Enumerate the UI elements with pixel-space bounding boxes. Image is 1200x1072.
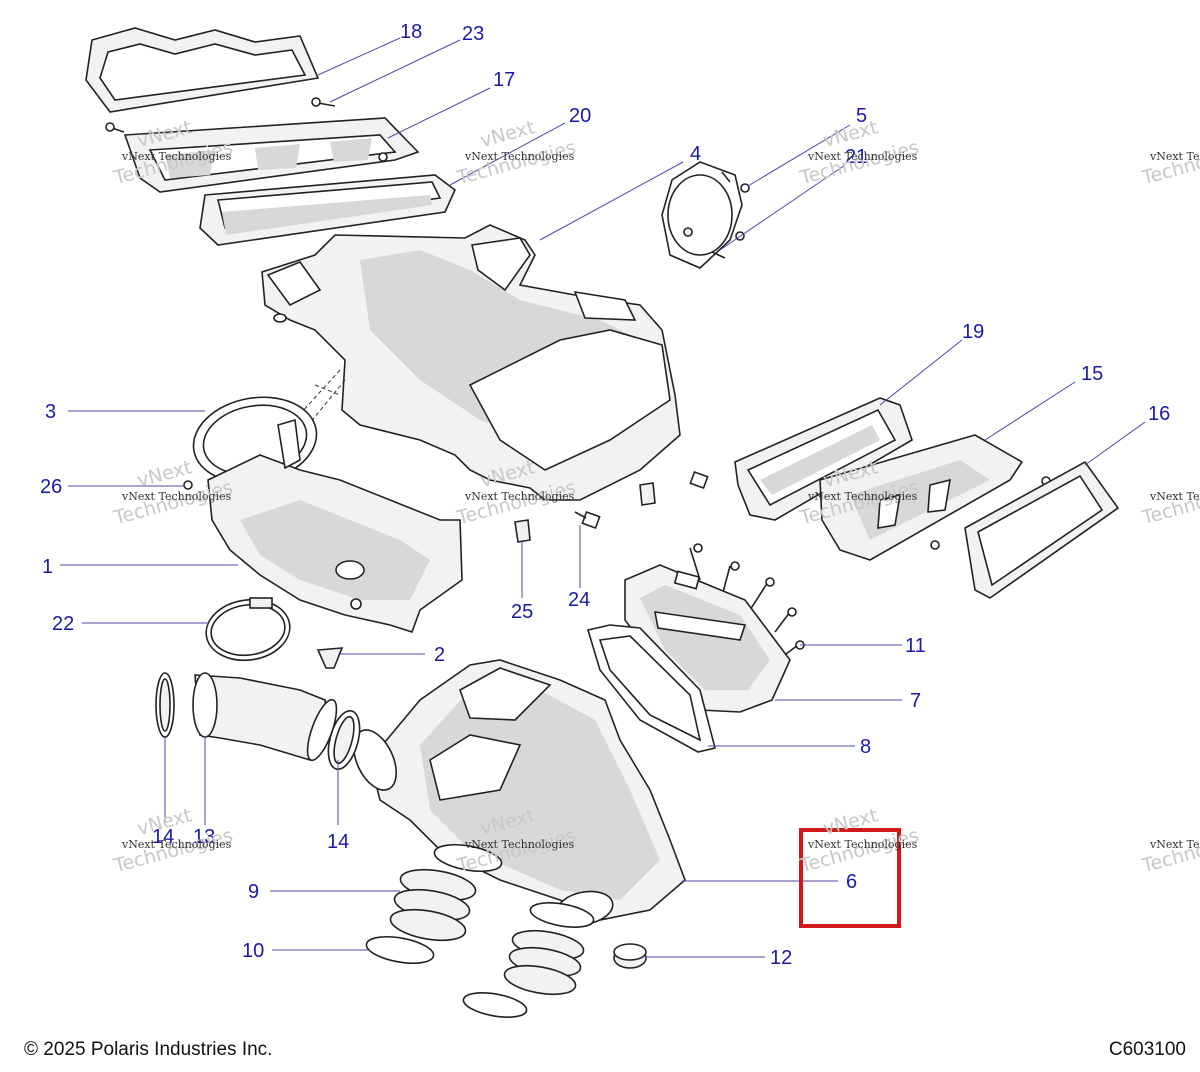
leader-lines (60, 37, 1146, 958)
watermark-small: vNext Technologies (121, 490, 232, 503)
watermark-small: vNext Technologies (1149, 150, 1200, 163)
callout-15: 15 (1081, 363, 1103, 385)
callout-20: 20 (569, 105, 591, 127)
watermark-small: vNext Technologies (464, 838, 575, 851)
part-24-bolt[interactable] (574, 470, 709, 530)
part-9-hoses[interactable] (388, 865, 586, 999)
part-19-duct[interactable] (734, 397, 913, 521)
part-23-screws[interactable] (105, 97, 336, 133)
part-15-frame[interactable] (819, 434, 1051, 561)
part-8-gasket[interactable] (586, 624, 716, 753)
watermark-small: vNext Technologies (1149, 490, 1200, 503)
callout-22: 22 (52, 613, 74, 635)
callout-10: 10 (242, 940, 264, 962)
watermark-small: vNext Technologies (807, 838, 918, 851)
watermark-small: vNext Technologies (121, 838, 232, 851)
callout-8: 8 (860, 736, 871, 758)
part-17-duct-frame[interactable] (123, 117, 420, 193)
callout-14-left: 14 (152, 826, 174, 848)
part-12-plug[interactable] (613, 943, 647, 969)
callout-23: 23 (462, 23, 484, 45)
part-25-clip[interactable] (514, 482, 656, 543)
part-22-band-clamp[interactable] (202, 594, 294, 665)
part-11-screws[interactable] (689, 543, 805, 661)
part-16-gasket[interactable] (964, 460, 1120, 599)
callout-14-right: 14 (327, 831, 349, 853)
part-14-ring-left[interactable] (155, 672, 175, 738)
callout-19: 19 (962, 321, 984, 343)
callout-1: 1 (42, 556, 53, 578)
watermark-large: vNext (821, 804, 880, 840)
highlight-box-callout-6 (799, 828, 901, 928)
watermark-small: vNext Technologies (464, 150, 575, 163)
callout-18: 18 (400, 21, 422, 43)
callout-26: 26 (40, 476, 62, 498)
watermark-small: vNext Technologies (121, 150, 232, 163)
callout-25: 25 (511, 601, 533, 623)
callout-24: 24 (568, 589, 590, 611)
part-6-airbox[interactable] (345, 659, 686, 929)
callout-13: 13 (193, 826, 215, 848)
callout-21: 21 (845, 146, 867, 168)
part-4-main-housing[interactable] (261, 224, 681, 501)
watermark-large: vNext (478, 116, 537, 152)
callout-4: 4 (690, 143, 701, 165)
part-21-plate[interactable] (661, 161, 743, 269)
part-10-clamps[interactable] (364, 840, 595, 1021)
watermark-small: vNext Technologies (1149, 838, 1200, 851)
watermark-small: vNext Technologies (464, 490, 575, 503)
callout-16: 16 (1148, 403, 1170, 425)
callout-11: 11 (905, 635, 926, 657)
callout-2: 2 (434, 644, 445, 666)
callout-3: 3 (45, 401, 56, 423)
part-1-intake-elbow[interactable] (183, 418, 463, 633)
callout-numbers: 18 23 17 20 4 5 21 19 15 16 3 26 1 22 2 … (40, 21, 1170, 969)
part-2-grommet[interactable] (316, 647, 344, 669)
diagram-id: C603100 (1108, 1039, 1186, 1060)
callout-5: 5 (856, 105, 867, 127)
part-13-boot-hose[interactable] (192, 672, 342, 763)
copyright-notice: © 2025 Polaris Industries Inc. (24, 1039, 273, 1060)
watermark-small: vNext Technologies (807, 150, 918, 163)
callout-9: 9 (248, 881, 259, 903)
part-18-gasket[interactable] (85, 27, 320, 113)
part-7-reed-cage[interactable] (624, 564, 791, 713)
watermark-small: vNext Technologies (807, 490, 918, 503)
callout-12: 12 (770, 947, 792, 969)
callout-7: 7 (910, 690, 921, 712)
callout-6: 6 (846, 871, 857, 893)
callout-17: 17 (493, 69, 515, 91)
part-14-ring-right[interactable] (323, 707, 366, 772)
part-20-duct[interactable] (199, 174, 456, 246)
